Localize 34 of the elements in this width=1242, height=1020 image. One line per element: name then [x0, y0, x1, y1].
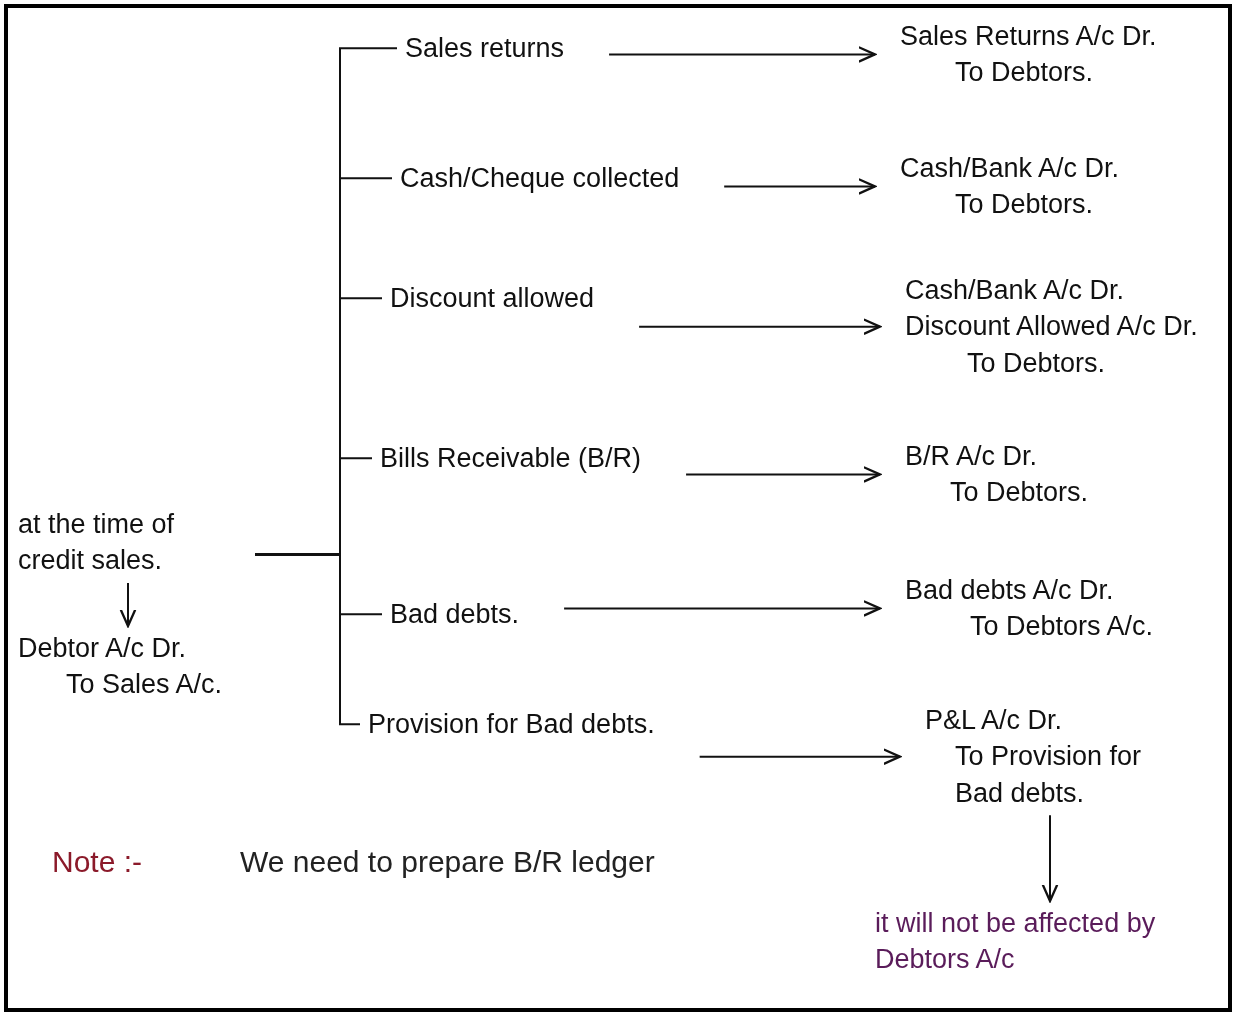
journal-entry-line: To Provision for Bad debts.: [954, 740, 1143, 810]
journal-entry-line: Cash/Bank A/c Dr.: [900, 152, 1121, 185]
journal-entry-line: Debtor A/c Dr.: [18, 632, 188, 665]
node-text: it will not be affected by Debtors A/c: [875, 907, 1157, 977]
journal-entry-line: To Debtors A/c.: [969, 610, 1155, 644]
arrow: [723, 178, 877, 195]
journal-entry-line: Discount Allowed A/c Dr.: [905, 310, 1199, 344]
journal-entry-line: Bad debts A/c Dr.: [905, 574, 1115, 607]
journal-entry-line: To Debtors.: [954, 188, 1095, 222]
arrow: [1041, 814, 1059, 903]
arrow: [638, 318, 882, 336]
journal-entry-line: Cash/Bank A/c Dr.: [905, 274, 1126, 307]
arrow: [119, 581, 137, 628]
node-text: Discount allowed: [390, 282, 595, 315]
node-text: Cash/Cheque collected: [400, 162, 680, 195]
journal-entry-line: To Debtors.: [954, 56, 1095, 90]
node-text: Bills Receivable (B/R): [380, 442, 642, 475]
journal-entry-line: B/R A/c Dr.: [905, 440, 1039, 473]
node-text: at the time of credit sales.: [18, 508, 176, 578]
arrow: [563, 600, 882, 617]
arrow: [698, 748, 902, 766]
note-text: Note :-: [52, 845, 143, 879]
arrow: [685, 466, 882, 483]
journal-entry-line: P&L A/c Dr.: [925, 704, 1064, 737]
journal-entry-line: Sales Returns A/c Dr.: [900, 20, 1158, 53]
note-text: We need to prepare B/R ledger: [240, 845, 655, 879]
bracket-line: [254, 553, 361, 726]
node-text: Provision for Bad debts.: [368, 708, 655, 741]
node-text: Bad debts.: [390, 598, 520, 631]
journal-entry-line: To Debtors.: [949, 476, 1090, 510]
journal-entry-line: To Debtors.: [966, 346, 1107, 380]
arrow: [608, 46, 877, 63]
node-text: Sales returns: [405, 32, 565, 65]
journal-entry-line: To Sales A/c.: [65, 668, 224, 702]
